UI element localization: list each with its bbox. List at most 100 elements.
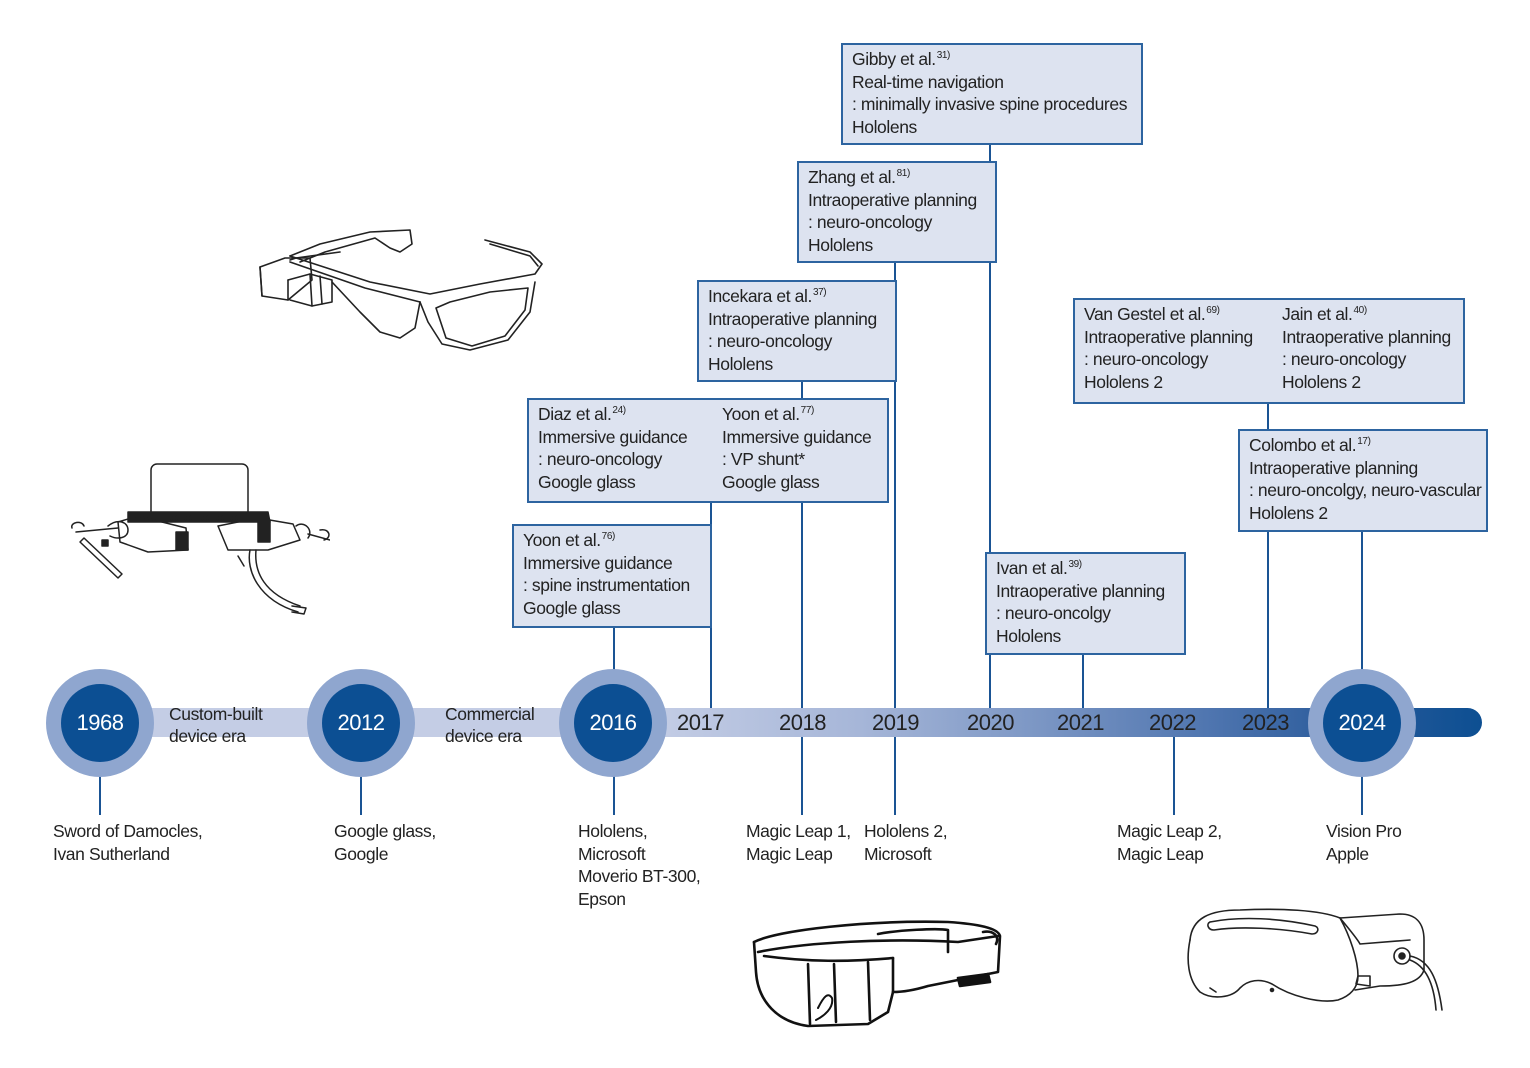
study-device: Hololens 2 xyxy=(1249,502,1328,523)
device-line: Magic Leap xyxy=(746,843,833,864)
study-box-incekara: Incekara et al.37) Intraoperative planni… xyxy=(697,280,897,382)
reference-number: 17) xyxy=(1357,436,1371,447)
study-jain: Jain et al.40) Intraoperative planning :… xyxy=(1282,303,1451,393)
reference-number: 31) xyxy=(936,50,951,61)
vision-pro-illustration xyxy=(1187,908,1443,1011)
device-line: Google glass, xyxy=(334,821,436,841)
device-line: Hololens, xyxy=(578,821,648,841)
author-name: Colombo et al. xyxy=(1249,435,1357,455)
connector-zhang xyxy=(894,262,896,712)
study-device: Google glass xyxy=(538,471,636,492)
connector-colombo xyxy=(1361,530,1363,675)
study-application: Intraoperative planning xyxy=(1282,326,1451,347)
year-label-2020: 2020 xyxy=(967,710,1014,735)
year-label-2017: 2017 xyxy=(677,710,724,735)
era-label-line: device era xyxy=(169,726,246,746)
milestone-2012: 2012 xyxy=(307,669,415,777)
connector-yoon76 xyxy=(613,626,615,676)
study-author: Diaz et al.24) xyxy=(538,403,722,426)
study-box-vangestel-jain: Van Gestel et al.69) Intraoperative plan… xyxy=(1073,298,1465,404)
author-name: Incekara et al. xyxy=(708,286,812,306)
study-device: Hololens xyxy=(808,234,873,255)
author-name: Zhang et al. xyxy=(808,167,896,187)
connector-1968-device xyxy=(99,775,101,815)
milestone-year: 2016 xyxy=(574,684,652,762)
author-name: Van Gestel et al. xyxy=(1084,304,1206,324)
author-name: Jain et al. xyxy=(1282,304,1353,324)
milestone-2016: 2016 xyxy=(559,669,667,777)
author-name: Diaz et al. xyxy=(538,404,612,424)
study-target: : minimally invasive spine procedures xyxy=(852,94,1128,114)
milestone-year: 2024 xyxy=(1323,684,1401,762)
study-author: Jain et al.40) xyxy=(1282,303,1451,326)
connector-2018-device xyxy=(801,735,803,815)
study-device: Hololens xyxy=(996,625,1061,646)
year-label-2023: 2023 xyxy=(1242,710,1289,735)
study-device: Hololens 2 xyxy=(1282,371,1361,392)
era-label-line: Custom-built xyxy=(169,704,263,724)
study-author: Ivan et al.39) xyxy=(996,557,1176,580)
year-label-2021: 2021 xyxy=(1057,710,1104,735)
connector-gibby xyxy=(989,144,991,712)
study-author: Incekara et al.37) xyxy=(708,285,887,308)
author-name: Yoon et al. xyxy=(722,404,800,424)
reference-number: 40) xyxy=(1353,305,1368,316)
sword-of-damocles-illustration xyxy=(71,463,330,615)
connector-yoon77 xyxy=(801,502,803,712)
study-target: : spine instrumentation xyxy=(523,575,690,595)
study-application: Intraoperative planning xyxy=(996,580,1165,601)
study-application: Real-time navigation xyxy=(852,71,1004,92)
reference-number: 24) xyxy=(612,405,626,416)
milestone-1968: 1968 xyxy=(46,669,154,777)
device-label-2024: Vision Pro Apple xyxy=(1326,820,1402,865)
device-label-2018: Magic Leap 1, Magic Leap xyxy=(746,820,851,865)
reference-number: 37) xyxy=(812,287,827,298)
connector-incekara xyxy=(801,380,803,400)
reference-number: 77) xyxy=(800,405,815,416)
device-line: Microsoft xyxy=(864,843,932,864)
connector-2019-device xyxy=(894,735,896,815)
study-target: : neuro-oncolgy xyxy=(996,603,1111,623)
study-yoon77: Yoon et al.77) Immersive guidance : VP s… xyxy=(722,403,872,493)
connector-ivan xyxy=(1082,653,1084,712)
connector-2024-device xyxy=(1361,775,1363,815)
milestone-2024: 2024 xyxy=(1308,669,1416,777)
device-line: Vision Pro xyxy=(1326,821,1402,841)
device-line: Apple xyxy=(1326,843,1369,864)
milestone-year: 1968 xyxy=(61,684,139,762)
study-author: Zhang et al.81) xyxy=(808,166,987,189)
study-device: Google glass xyxy=(523,597,621,618)
era-label-line: Commercial xyxy=(445,704,535,724)
device-line: Sword of Damocles, xyxy=(53,821,203,841)
reference-number: 76) xyxy=(601,531,616,542)
study-device: Google glass xyxy=(722,471,820,492)
study-vangestel: Van Gestel et al.69) Intraoperative plan… xyxy=(1084,303,1282,393)
reference-number: 69) xyxy=(1206,305,1220,316)
study-application: Immersive guidance xyxy=(538,426,688,447)
study-application: Immersive guidance xyxy=(523,552,673,573)
device-line: Moverio BT-300, xyxy=(578,866,701,886)
study-box-diaz-yoon: Diaz et al.24) Immersive guidance : neur… xyxy=(527,398,889,503)
device-line: Microsoft xyxy=(578,843,646,864)
connector-vangestel-jain xyxy=(1267,402,1269,712)
study-box-zhang: Zhang et al.81) Intraoperative planning … xyxy=(797,161,997,263)
author-name: Gibby et al. xyxy=(852,49,936,69)
study-application: Intraoperative planning xyxy=(708,308,877,329)
device-line: Google xyxy=(334,843,389,864)
study-target: : neuro-oncology xyxy=(538,449,662,469)
study-author: Colombo et al.17) xyxy=(1249,434,1478,457)
year-label-2022: 2022 xyxy=(1149,710,1196,735)
study-box-ivan: Ivan et al.39) Intraoperative planning :… xyxy=(985,552,1186,655)
study-box-colombo: Colombo et al.17) Intraoperative plannin… xyxy=(1238,429,1488,532)
device-label-1968: Sword of Damocles, Ivan Sutherland xyxy=(53,820,203,865)
device-line: Epson xyxy=(578,888,626,909)
device-label-2016: Hololens, Microsoft Moverio BT-300, Epso… xyxy=(578,820,701,910)
connector-2016-device xyxy=(613,775,615,815)
author-name: Yoon et al. xyxy=(523,530,601,550)
study-box-yoon76: Yoon et al.76) Immersive guidance : spin… xyxy=(512,524,712,628)
reference-number: 39) xyxy=(1068,559,1082,570)
device-line: Magic Leap 2, xyxy=(1117,821,1222,841)
study-author: Yoon et al.76) xyxy=(523,529,702,552)
study-author: Van Gestel et al.69) xyxy=(1084,303,1282,326)
device-label-2019: Hololens 2, Microsoft xyxy=(864,820,948,865)
